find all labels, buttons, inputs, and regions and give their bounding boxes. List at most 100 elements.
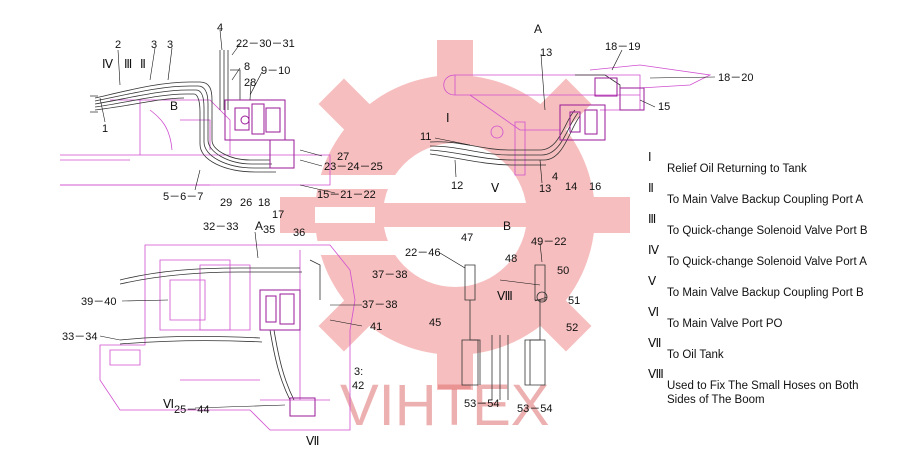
bottom-mid-view — [461, 264, 548, 400]
legend-number: Ⅲ — [648, 212, 657, 226]
callout: 15 — [658, 101, 670, 113]
callout: 33－34 — [62, 331, 97, 343]
callout: 51 — [568, 295, 580, 307]
view-markers: A B B A Ⅳ Ⅲ Ⅱ Ⅰ Ⅴ Ⅷ Ⅵ Ⅶ — [102, 22, 542, 448]
callout: 13 — [540, 47, 552, 59]
legend: Ⅰ Relief Oil Returning to Tank Ⅱ To Main… — [648, 150, 893, 411]
callout: 49－22 — [531, 236, 566, 248]
legend-text: To Main Valve Backup Coupling Port A — [667, 194, 864, 206]
callout: 4 — [217, 22, 223, 34]
bottom-left-valve-block — [259, 289, 316, 417]
callout: 32－33 — [203, 221, 238, 233]
legend-text: To Oil Tank — [667, 349, 724, 361]
legend-item: Ⅲ To Quick-change Solenoid Valve Port B — [648, 212, 893, 243]
roman-v: Ⅴ — [491, 181, 500, 195]
bottom-left-view — [99, 244, 356, 431]
callout: 16 — [589, 181, 601, 193]
roman-i: Ⅰ — [446, 111, 450, 125]
callout-labels: 1 2 3 3 4 22－30－31 8 9－10 28 27 23－24－25… — [62, 22, 753, 416]
legend-text: To Quick-change Solenoid Valve Port B — [667, 225, 868, 237]
callout: 45 — [429, 317, 441, 329]
roman-iv: Ⅳ — [102, 57, 113, 71]
legend-number: Ⅳ — [648, 243, 660, 257]
callout: 3: — [354, 366, 363, 378]
legend-text: To Quick-change Solenoid Valve Port A — [667, 256, 867, 268]
callout: 8 — [244, 61, 250, 73]
callout: 17 — [272, 209, 284, 221]
legend-text: To Main Valve Backup Coupling Port B — [667, 287, 864, 299]
legend-number: Ⅴ — [648, 274, 657, 288]
watermark-text: VIHTEX — [340, 373, 550, 438]
callout: 3 — [167, 39, 173, 51]
legend-number: Ⅱ — [648, 181, 654, 195]
roman-ii: Ⅱ — [140, 57, 146, 71]
callout: 52 — [566, 322, 578, 334]
callout: 1 — [102, 123, 108, 135]
leader-lines — [99, 29, 716, 409]
callout: 23－24－25 — [324, 161, 383, 173]
legend-item: Ⅰ Relief Oil Returning to Tank — [648, 150, 893, 181]
callout: 12 — [451, 180, 463, 192]
callout: 37－38 — [372, 269, 407, 281]
callout: 4 — [552, 171, 558, 183]
callout: 47 — [461, 232, 473, 244]
callout: 53－54 — [464, 398, 499, 410]
top-left-hoses — [90, 50, 276, 173]
callout: 18 — [258, 197, 270, 209]
callout: 37－38 — [362, 299, 397, 311]
callout: 39－40 — [81, 296, 116, 308]
legend-text: To Main Valve Port PO — [667, 318, 783, 330]
legend-item: Ⅱ To Main Valve Backup Coupling Port A — [648, 181, 893, 212]
roman-vii: Ⅶ — [306, 434, 319, 448]
callout: 9－10 — [261, 65, 290, 77]
legend-text: Relief Oil Returning to Tank — [667, 163, 807, 175]
legend-number: Ⅶ — [648, 336, 662, 350]
callout: 28 — [244, 77, 256, 89]
callout: 14 — [565, 181, 577, 193]
callout: 11 — [420, 131, 431, 143]
callout: 29 — [220, 197, 232, 209]
callout: 53－54 — [517, 403, 552, 415]
roman-viii: Ⅷ — [497, 289, 513, 303]
callout: 3 — [151, 39, 157, 51]
view-label-b-right: B — [503, 219, 511, 233]
top-left-view — [60, 99, 331, 186]
callout: 35 — [263, 224, 275, 236]
legend-text: Used to Fix The Small Hoses on Both Side… — [667, 380, 859, 406]
legend-number: Ⅷ — [648, 367, 664, 381]
view-label-b-left: B — [170, 99, 178, 113]
roman-vi: Ⅵ — [163, 397, 174, 411]
callout: 22－46 — [405, 247, 440, 259]
callout: 50 — [557, 265, 569, 277]
callout: 2 — [115, 39, 121, 51]
callout: 13 — [539, 183, 551, 195]
callout: 42 — [352, 380, 364, 392]
bottom-left-hoses — [119, 259, 321, 401]
callout: 18－20 — [718, 72, 753, 84]
legend-item: Ⅷ Used to Fix The Small Hoses on Both Si… — [648, 367, 893, 411]
legend-item: Ⅶ To Oil Tank — [648, 336, 893, 367]
top-right-hoses — [429, 74, 621, 166]
legend-number: Ⅵ — [648, 305, 660, 319]
legend-item: Ⅴ To Main Valve Backup Coupling Port B — [648, 274, 893, 305]
callout: 26 — [240, 197, 252, 209]
legend-number: Ⅰ — [648, 150, 652, 164]
callout: 25－44 — [174, 404, 209, 416]
callout: 41 — [370, 321, 382, 333]
roman-iii: Ⅲ — [124, 57, 132, 71]
callout: 5－6－7 — [163, 191, 203, 203]
view-arrow-a: A — [255, 219, 263, 233]
top-left-valve-block — [224, 99, 295, 169]
view-label-a: A — [534, 22, 542, 36]
top-right-valve-block — [559, 77, 645, 141]
callout: 48 — [505, 253, 517, 265]
callout: 27 — [337, 151, 349, 163]
legend-item: Ⅳ To Quick-change Solenoid Valve Port A — [648, 243, 893, 274]
callout: 22－30－31 — [236, 38, 295, 50]
callout: 36 — [293, 227, 305, 239]
legend-item: Ⅵ To Main Valve Port PO — [648, 305, 893, 336]
callout: 15－21－22 — [317, 189, 376, 201]
callout: 18－19 — [605, 41, 640, 53]
